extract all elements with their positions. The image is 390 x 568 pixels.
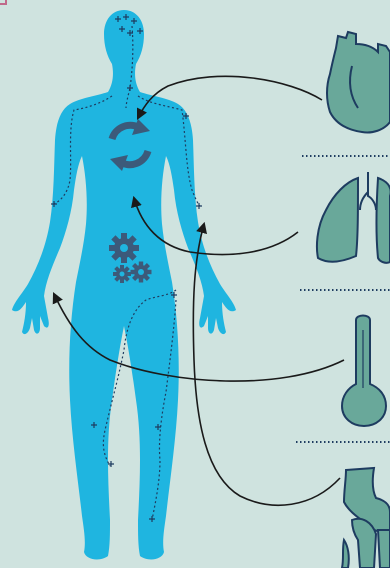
human-body-silhouette xyxy=(12,10,236,559)
knee-arrow xyxy=(193,224,340,505)
corner-mark xyxy=(0,0,6,4)
heart-icon xyxy=(327,32,390,133)
knee-joint-icon xyxy=(342,468,390,568)
lungs-icon xyxy=(317,172,390,263)
thermometer-icon xyxy=(342,316,386,427)
